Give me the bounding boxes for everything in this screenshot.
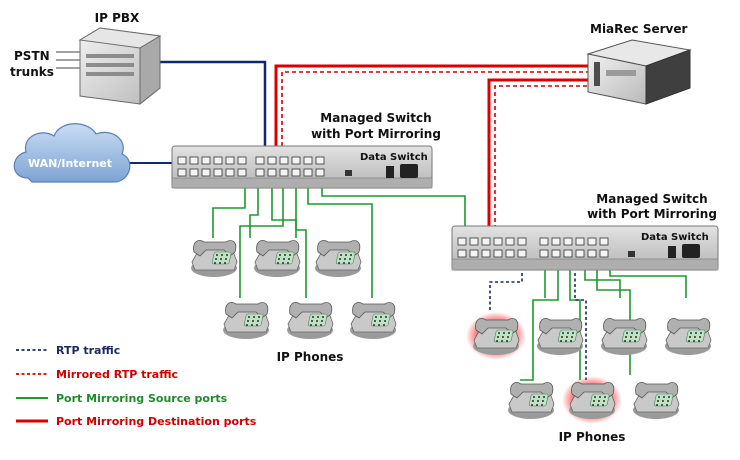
switch2-title-line1: Managed Switch xyxy=(596,192,707,206)
ip-phone xyxy=(190,239,238,278)
switch2-power-socket xyxy=(682,244,700,258)
ip-phone xyxy=(507,381,555,420)
switch1-destination-link xyxy=(274,64,590,160)
legend: RTP traffic Mirrored RTP traffic Port Mi… xyxy=(16,344,257,428)
legend-source-label: Port Mirroring Source ports xyxy=(56,392,228,405)
switch1-power-switch xyxy=(386,166,394,178)
switch1-console-port xyxy=(345,170,352,176)
ip-phone xyxy=(632,381,680,420)
mirrored-rtp-path-1 xyxy=(281,71,590,160)
ip-phone xyxy=(536,317,584,356)
ip-phones-right-label: IP Phones xyxy=(559,430,626,444)
switch1-ports xyxy=(177,156,325,177)
ip-phone xyxy=(314,239,362,278)
connections xyxy=(56,51,687,381)
pstn-label: PSTN xyxy=(14,49,50,63)
ip-phone xyxy=(286,301,334,340)
wan-label: WAN/Internet xyxy=(28,157,112,170)
rtp-traffic-paths xyxy=(489,262,587,380)
managed-switch-1 xyxy=(171,145,433,189)
legend-rtp-label: RTP traffic xyxy=(56,344,120,357)
switch2-data-switch-label: Data Switch xyxy=(641,232,709,243)
switch1-data-switch-label: Data Switch xyxy=(360,152,428,163)
ip-pbx-server xyxy=(78,27,162,106)
switch2-console-port xyxy=(628,251,635,257)
switch2-title-line2: with Port Mirroring xyxy=(587,207,717,221)
ip-phone-recorded xyxy=(568,381,616,420)
ip-phones-right xyxy=(466,312,712,424)
legend-mirrored-label: Mirrored RTP traffic xyxy=(56,368,178,381)
switch2-destination-link xyxy=(487,78,590,236)
ip-phones-left xyxy=(190,239,397,340)
ip-pbx-label: IP PBX xyxy=(95,11,140,25)
legend-destination-label: Port Mirroring Destination ports xyxy=(56,415,257,428)
switch1-title-line1: Managed Switch xyxy=(320,111,431,125)
switch1-power-socket xyxy=(400,164,418,178)
switch1-phone-links xyxy=(212,178,373,298)
ip-phone-recorded xyxy=(472,317,520,356)
ip-phone xyxy=(664,317,712,356)
miarec-label: MiaRec Server xyxy=(590,22,687,36)
miarec-server xyxy=(586,39,692,105)
pbx-to-switch1-link xyxy=(158,60,267,160)
managed-switch-2 xyxy=(451,225,719,271)
mirrored-rtp-path-2 xyxy=(494,85,590,236)
ip-phone xyxy=(253,239,301,278)
switch1-title-line2: with Port Mirroring xyxy=(311,127,441,141)
ip-phones-left-label: IP Phones xyxy=(277,350,344,364)
trunks-label: trunks xyxy=(10,65,54,79)
switch2-ports xyxy=(457,237,609,258)
ip-phone xyxy=(349,301,397,340)
pstn-trunk-lines xyxy=(56,51,80,69)
ip-phone xyxy=(222,301,270,340)
wan-cloud xyxy=(13,123,131,183)
ip-phone xyxy=(600,317,648,356)
switch2-power-switch xyxy=(668,246,676,258)
